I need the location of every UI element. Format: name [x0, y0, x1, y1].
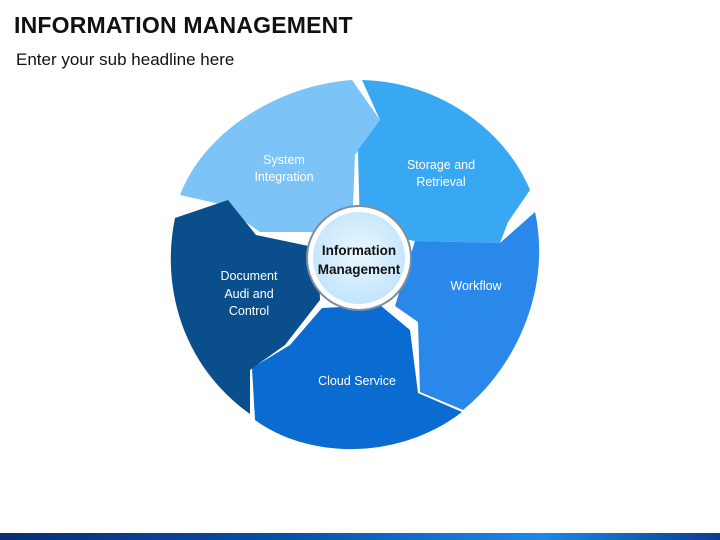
center-label-line2: Management: [318, 262, 401, 277]
label-storage-retrieval-1: Storage and: [407, 158, 475, 172]
label-document-audit-3: Control: [229, 304, 269, 318]
bottom-accent-bar: [0, 533, 720, 540]
center-label-line1: Information: [322, 243, 396, 258]
label-document-audit-2: Audi and: [224, 287, 273, 301]
label-document-audit-1: Document: [221, 269, 278, 283]
segment-document-audit: [170, 200, 320, 414]
center-circle-inner: [313, 212, 405, 304]
label-system-integration-1: System: [263, 153, 305, 167]
segment-workflow: [395, 212, 540, 410]
label-storage-retrieval-2: Retrieval: [416, 175, 465, 189]
label-system-integration-2: Integration: [254, 170, 313, 184]
segment-system-integration: [180, 80, 380, 232]
segment-storage-retrieval: [358, 80, 530, 243]
page-subtitle: Enter your sub headline here: [16, 50, 235, 69]
segment-cloud-service: [252, 305, 462, 450]
label-cloud-service: Cloud Service: [318, 374, 396, 388]
label-workflow: Workflow: [450, 279, 502, 293]
page-title: INFORMATION MANAGEMENT: [14, 12, 353, 38]
